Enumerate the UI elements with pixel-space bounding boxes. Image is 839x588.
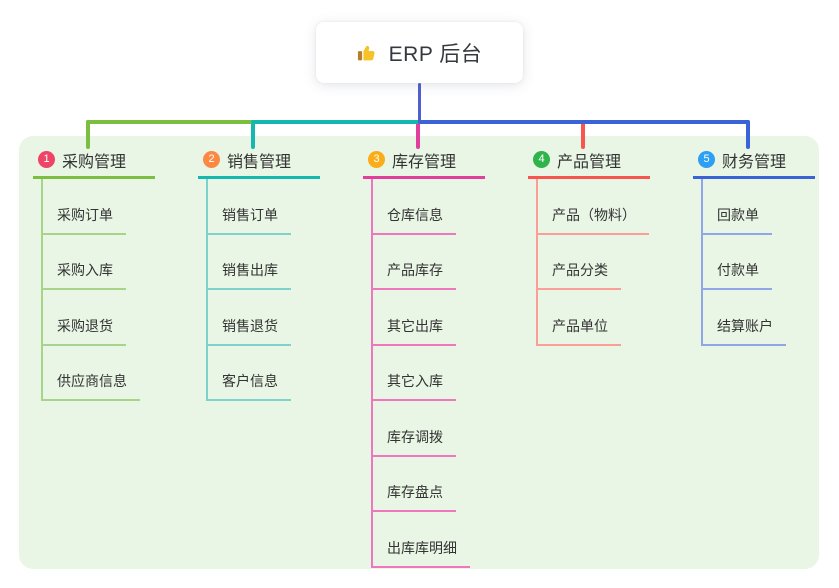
node-item[interactable]: 付款单 [701,235,772,290]
node-item[interactable]: 结算账户 [701,290,786,346]
connector-drop-branch5 [746,120,750,149]
branch-1-badge: 1 [38,151,55,168]
node-item[interactable]: 回款单 [701,179,772,235]
node-item[interactable]: 产品分类 [536,235,621,290]
node-item[interactable]: 库存盘点 [371,457,456,512]
node-item[interactable]: 采购入库 [41,235,126,290]
branch-3-label: 库存管理 [392,153,457,171]
connector-drop-branch3 [416,120,420,149]
branch-column-5: 5 财务管理 回款单 付款单 结算账户 [693,148,833,346]
node-item[interactable]: 仓库信息 [371,179,456,235]
branch-3-children: 仓库信息 产品库存 其它出库 其它入库 库存调拨 库存盘点 出库库明细 [371,179,470,568]
node-item[interactable]: 产品（物料） [536,179,649,235]
branch-5-label: 财务管理 [722,153,787,171]
node-item[interactable]: 供应商信息 [41,346,140,401]
branch-3-badge: 3 [368,151,385,168]
node-item[interactable]: 销售出库 [206,235,291,290]
branch-column-4: 4 产品管理 产品（物料） 产品分类 产品单位 [528,148,668,346]
node-item[interactable]: 采购订单 [41,179,126,235]
connector-hline-branch2 [251,120,419,124]
node-item[interactable]: 采购退货 [41,290,126,346]
branch-4-badge: 4 [533,151,550,168]
node-item[interactable]: 产品单位 [536,290,621,346]
node-item[interactable]: 出库库明细 [371,512,470,568]
branch-1-header[interactable]: 1 采购管理 [33,148,155,179]
branch-4-child-line [536,179,538,345]
connector-drop-branch1 [86,120,90,149]
branch-4-label: 产品管理 [557,153,622,171]
node-item[interactable]: 其它出库 [371,290,456,346]
root-node[interactable]: ERP 后台 [316,22,523,83]
root-trunk-line [417,83,421,123]
node-item[interactable]: 销售退货 [206,290,291,346]
branch-2-badge: 2 [203,151,220,168]
branch-column-1: 1 采购管理 采购订单 采购入库 采购退货 供应商信息 [33,148,173,401]
branch-column-2: 2 销售管理 销售订单 销售出库 销售退货 客户信息 [198,148,338,401]
branch-5-header[interactable]: 5 财务管理 [693,148,815,179]
root-node-label: ERP 后台 [388,42,483,66]
node-item[interactable]: 其它入库 [371,346,456,401]
branch-5-children: 回款单 付款单 结算账户 [701,179,786,346]
mindmap-background-panel [19,136,819,569]
node-item[interactable]: 客户信息 [206,346,291,401]
branch-2-child-line [206,179,208,400]
connector-hline-branch5 [417,120,750,124]
thumbs-up-icon [357,42,379,64]
branch-2-children: 销售订单 销售出库 销售退货 客户信息 [206,179,291,401]
branch-1-label: 采购管理 [62,153,127,171]
branch-5-child-line [701,179,703,345]
node-item[interactable]: 销售订单 [206,179,291,235]
branch-4-header[interactable]: 4 产品管理 [528,148,650,179]
branch-3-child-line [371,179,373,567]
branch-4-children: 产品（物料） 产品分类 产品单位 [536,179,649,346]
branch-5-badge: 5 [698,151,715,168]
branch-column-3: 3 库存管理 仓库信息 产品库存 其它出库 其它入库 库存调拨 库存盘点 出库库… [363,148,503,568]
connector-drop-branch4 [581,120,585,149]
connector-drop-branch2 [251,120,255,149]
node-item[interactable]: 产品库存 [371,235,456,290]
branch-3-header[interactable]: 3 库存管理 [363,148,485,179]
node-item[interactable]: 库存调拨 [371,401,456,457]
branch-1-children: 采购订单 采购入库 采购退货 供应商信息 [41,179,140,401]
branch-1-child-line [41,179,43,400]
branch-2-header[interactable]: 2 销售管理 [198,148,320,179]
branch-2-label: 销售管理 [227,153,292,171]
